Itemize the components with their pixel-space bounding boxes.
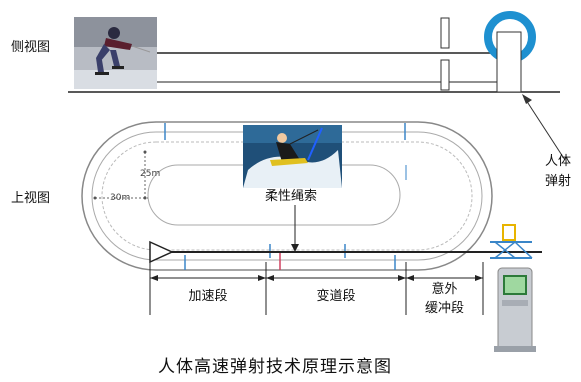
top-view-label: 上视图 [11,191,51,206]
side-view [68,11,560,93]
waterski-photo [243,125,342,188]
segment-lane-change-label: 变道段 [316,289,356,304]
flexible-rope-label: 柔性绳索 [265,189,318,204]
kiosk-terminal [494,267,536,352]
skater-photo [74,17,157,89]
device-label-line1: 人体 [545,154,572,169]
device-label-line2: 弹射 [545,174,572,189]
segment-buffer-label-line2: 缓冲段 [424,301,464,316]
diagram-caption: 人体高速弹射技术原理示意图 [158,357,392,377]
lower-post [440,59,450,91]
track-outer [81,121,493,271]
side-view-label: 侧视图 [11,40,51,55]
segment-accelerate-label: 加速段 [188,289,228,304]
start-triangle-icon [149,240,174,264]
rope-pointer-arrowhead-icon [291,244,299,252]
radius-30-label: 30m [110,193,131,203]
pointer-arrowhead-icon [522,94,532,104]
radius-25-label: 25m [140,169,161,179]
launcher-bracket-icon [502,224,516,241]
top-view [81,121,542,352]
upper-post [440,17,450,49]
launcher-housing [496,31,522,93]
pointer-line [525,99,566,161]
segment-buffer-label-line1: 意外 [431,282,458,297]
